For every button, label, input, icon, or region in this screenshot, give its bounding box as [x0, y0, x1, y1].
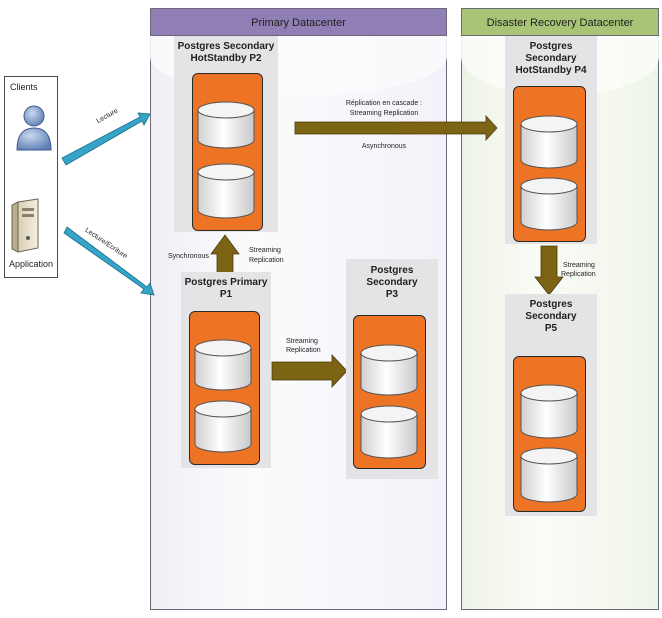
database-icon — [520, 384, 578, 439]
p1-p3-replication-label: Replication — [286, 347, 321, 354]
p1-to-p2-arrow — [210, 234, 240, 275]
node-p4-title-line2: Secondary — [525, 53, 577, 64]
node-p2-title-line2: HotStandby P2 — [190, 53, 262, 64]
server-icon — [11, 198, 39, 253]
database-icon — [520, 177, 578, 231]
clients-label: Clients — [10, 82, 38, 92]
p1-p3-streaming-label: Streaming — [286, 338, 318, 345]
node-p3-title-line1: Postgres — [370, 265, 414, 276]
p4-to-p5-arrow — [534, 245, 564, 296]
dr-datacenter-title: Disaster Recovery Datacenter — [461, 8, 659, 36]
p1-p2-replication-label: Replication — [249, 257, 284, 264]
application-label: Application — [9, 259, 54, 269]
p1-p2-streaming-label: Streaming — [249, 247, 281, 254]
p1-to-p3-arrow — [271, 353, 348, 389]
database-icon — [194, 400, 252, 453]
p4-p5-replication-label: Replication — [561, 271, 596, 278]
database-icon — [360, 405, 418, 459]
database-icon — [194, 339, 252, 391]
node-p3-title-line2: Secondary — [366, 277, 418, 288]
p2-to-p4-arrow — [294, 114, 498, 142]
primary-datacenter-title: Primary Datacenter — [150, 8, 447, 36]
cascade-async-label: Asynchronous — [361, 143, 407, 150]
p4-p5-streaming-label: Streaming — [563, 262, 595, 269]
cascade-label-line1: Réplication en cascade : — [345, 100, 423, 107]
node-p5-title-line2: Secondary — [525, 311, 577, 322]
node-p4-title-line1: Postgres — [529, 41, 573, 52]
cascade-label-line2: Streaming Replication — [349, 110, 419, 117]
database-icon — [520, 115, 578, 169]
node-p4-title-line3: HotStandby P4 — [515, 65, 587, 76]
node-p1-title-line2: P1 — [219, 289, 233, 300]
node-p5-title-line3: P5 — [544, 323, 558, 334]
database-icon — [520, 447, 578, 503]
node-p1-title-line1: Postgres Primary — [184, 277, 268, 288]
node-p2-title-line1: Postgres Secondary — [177, 41, 275, 52]
database-icon — [197, 101, 255, 149]
node-p3-title-line3: P3 — [385, 289, 399, 300]
user-icon — [16, 105, 52, 151]
node-p5-title-line1: Postgres — [529, 299, 573, 310]
database-icon — [360, 344, 418, 396]
p1-p2-sync-label: Synchronous — [168, 253, 209, 260]
database-icon — [197, 163, 255, 219]
